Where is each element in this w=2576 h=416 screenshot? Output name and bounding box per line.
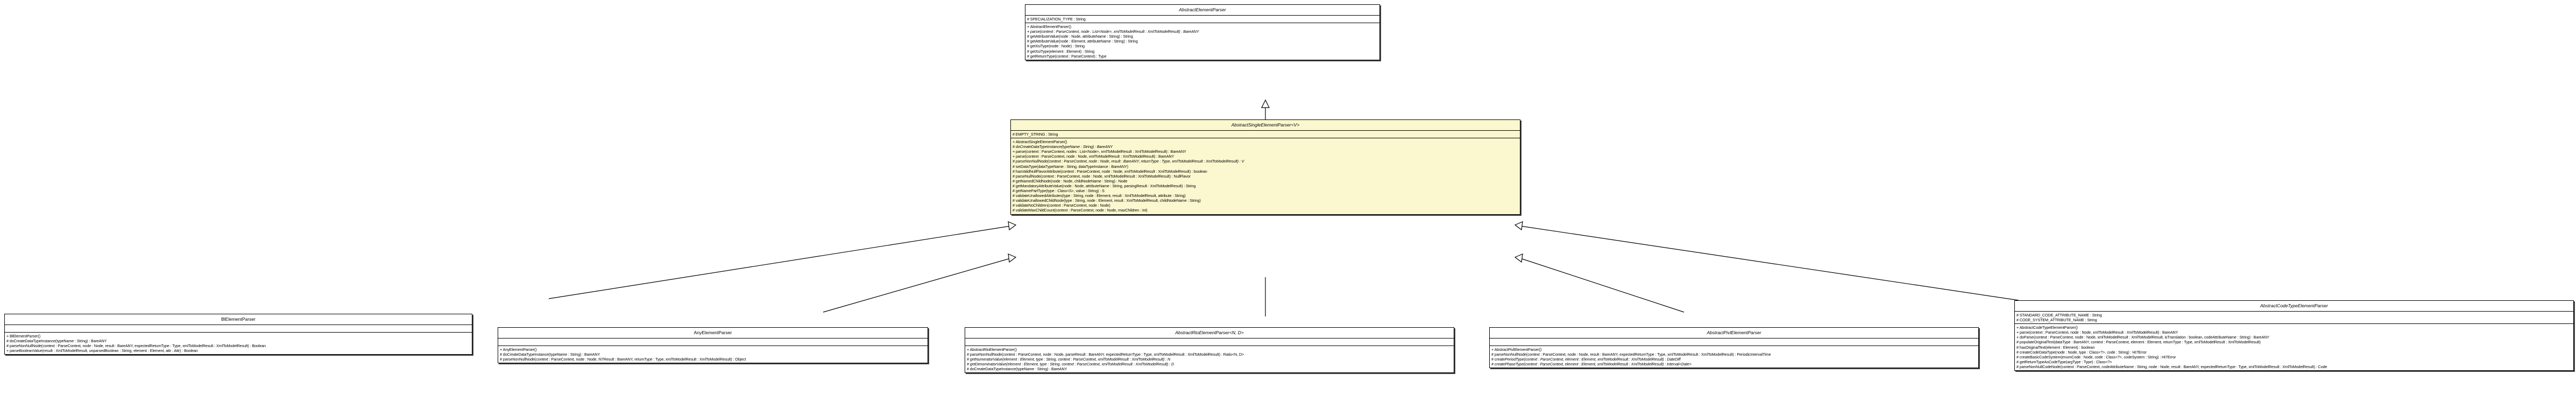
operation-row: # getNamedChildNode(node : Node, childNo… [1013, 178, 1128, 184]
operation-row: + BlElementParser() [6, 334, 41, 339]
operation-row: # createPhaseType(context : ParseContext… [1491, 362, 1692, 367]
class-box-abstract-pivl-element-parser[interactable]: AbstractPivlElementParser + AbstractPivl… [1489, 327, 1979, 369]
class-attributes-abstract-code-type-element-parser: # STANDARD_CODE_ATTRIBUTE_NAME : String … [2015, 312, 2573, 325]
class-operations-abstract-rto-element-parser: + AbstractRtoElementParser() # parseNonN… [965, 346, 1454, 372]
operation-row: # getReturnType(context : ParseContext) … [1027, 53, 1107, 59]
class-title-bl-element-parser: BlElementParser [5, 314, 472, 325]
class-operations-any-element-parser: + AnyElementParser() # doCreateDataTypeI… [498, 346, 928, 363]
class-title-any-element-parser: AnyElementParser [498, 328, 928, 339]
class-attributes-bl-element-parser [5, 325, 472, 333]
operation-row: # getReturnTypeAsCodeType(argType : Type… [2016, 359, 2112, 364]
class-box-abstract-code-type-element-parser[interactable]: AbstractCodeTypeElementParser # STANDARD… [2014, 300, 2574, 371]
attribute-row: # CODE_SYSTEM_ATTRIBUTE_NAME : String [2016, 318, 2097, 323]
operation-row: + parse(context : ParseContext, node : N… [1013, 154, 1174, 159]
operation-row: # validateUnallowedChildNode(type : Stri… [1013, 198, 1201, 203]
operation-row: # parseNullNode(context : ParseContext, … [1013, 173, 1191, 179]
operation-row: + parse(context : ParseContext, nodes : … [1013, 149, 1186, 154]
operation-row: # setDataType(dataTypeName : String, dat… [1013, 164, 1128, 169]
operation-row: # createCodeDataType(node : Node, type :… [2016, 349, 2147, 355]
class-attributes-abstract-pivl-element-parser [1490, 339, 1978, 346]
class-operations-abstract-element-parser: + AbstractElementParser() + parse(contex… [1025, 23, 1379, 60]
operation-row: # getDenominatorValue(element : Element,… [967, 362, 1174, 367]
class-box-any-element-parser[interactable]: AnyElementParser + AnyElementParser() # … [498, 327, 928, 364]
operation-row: # getAttributeValue(node : Node, attribu… [1027, 34, 1133, 39]
class-box-bl-element-parser[interactable]: BlElementParser + BlElementParser() # do… [4, 314, 472, 355]
operation-row: # parseNonNullNode(context : ParseContex… [1491, 352, 1771, 357]
operation-row: # hasValidNullFlavorAttribute(context : … [1013, 168, 1207, 174]
operation-row: # validateUnallowedAttributes(type : Str… [1013, 193, 1186, 199]
operation-row: # parseNonNullNode(context : ParseContex… [6, 343, 266, 349]
attribute-row: # STANDARD_CODE_ATTRIBUTE_NAME : String [2016, 313, 2102, 318]
operation-row: # getNumeratorValue(element : Element, t… [967, 357, 1171, 362]
operation-row: # doCreateDataTypeInstance(typeName : St… [967, 366, 1067, 372]
class-box-abstract-single-element-parser[interactable]: AbstractSingleElementParser<V> # EMPTY_S… [1010, 119, 1520, 215]
class-attributes-any-element-parser [498, 339, 928, 346]
class-title-abstract-rto-element-parser: AbstractRtoElementParser<N, D> [965, 328, 1454, 339]
class-box-abstract-element-parser[interactable]: AbstractElementParser # SPECIALIZATION_T… [1025, 4, 1380, 60]
operation-row: + AbstractElementParser() [1027, 24, 1071, 30]
class-attributes-abstract-single-element-parser: # EMPTY_STRING : String [1011, 131, 1520, 139]
class-operations-bl-element-parser: + BlElementParser() # doCreateDataTypeIn… [5, 333, 472, 354]
operation-row: # doCreateDataTypeInstance(typeName : St… [6, 339, 107, 344]
class-title-abstract-single-element-parser: AbstractSingleElementParser<V> [1011, 120, 1520, 131]
operation-row: + AbstractRtoElementParser() [967, 347, 1017, 352]
class-title-abstract-code-type-element-parser: AbstractCodeTypeElementParser [2015, 301, 2573, 312]
operation-row: # validateMaxChildCount(context : ParseC… [1013, 208, 1148, 213]
class-operations-abstract-pivl-element-parser: + AbstractPivlElementParser() # parseNon… [1490, 346, 1978, 368]
operation-row: + parseBooleanValue(result : XmlToModelR… [6, 348, 198, 354]
operation-row: + parse(context : ParseContext, node : L… [1027, 29, 1199, 34]
operation-row: # getAttributeValue(node : Element, attr… [1027, 39, 1138, 44]
operation-row: # populateOriginalText(dataType : BareAN… [2016, 340, 2261, 345]
operation-row: + AnyElementParser() [500, 347, 537, 352]
operation-row: + doParse(context : ParseContext, node :… [2016, 335, 2269, 340]
class-title-abstract-pivl-element-parser: AbstractPivlElementParser [1490, 328, 1978, 339]
operation-row: # doCreateDataTypeInstance(typeName : St… [1013, 144, 1113, 150]
operation-row: + AbstractSingleElementParser() [1013, 139, 1067, 145]
operation-row: # validateNoChildren(context : ParseCont… [1013, 203, 1110, 208]
operation-row: # getXsiType(element : Element) : String [1027, 48, 1095, 54]
operation-row: # doCreateDataTypeInstance(typeName : St… [500, 352, 600, 357]
operation-row: # parseNonNullNode(context : ParseContex… [1013, 159, 1244, 164]
operation-row: # parseNonNullNode(context : ParseContex… [967, 352, 1244, 357]
operation-row: # createBasicCodeSystem(enumCode : Node,… [2016, 354, 2176, 359]
operation-row: + AbstractCodeTypeElementParser() [2016, 325, 2078, 330]
class-title-abstract-element-parser: AbstractElementParser [1025, 5, 1379, 16]
attribute-row: # EMPTY_STRING : String [1013, 132, 1058, 137]
operation-row: # getNamePartType(type : Class<S>, value… [1013, 188, 1105, 194]
operation-row: # hasOriginalText(element : Element) : b… [2016, 344, 2095, 350]
operation-row: + AbstractPivlElementParser() [1491, 347, 1542, 352]
class-box-abstract-rto-element-parser[interactable]: AbstractRtoElementParser<N, D> + Abstrac… [965, 327, 1454, 373]
operation-row: # getMandatoryAttributeValue(node : Node… [1013, 183, 1196, 188]
class-attributes-abstract-element-parser: # SPECIALIZATION_TYPE : String [1025, 16, 1379, 24]
operation-row: # createPeriodType(context : ParseContex… [1491, 357, 1681, 362]
class-operations-abstract-single-element-parser: + AbstractSingleElementParser() # doCrea… [1011, 138, 1520, 214]
class-attributes-abstract-rto-element-parser [965, 339, 1454, 346]
operation-row: # parseNonNullCodeNode(context : ParseCo… [2016, 364, 2327, 369]
operation-row: # getXsiType(node : Node) : String [1027, 44, 1085, 49]
attribute-row: # SPECIALIZATION_TYPE : String [1027, 17, 1086, 22]
class-operations-abstract-code-type-element-parser: + AbstractCodeTypeElementParser() + pars… [2015, 324, 2573, 370]
operation-row: + parse(context : ParseContext, node : N… [2016, 330, 2178, 335]
operation-row: # parseNonNullNode(context : ParseContex… [500, 357, 746, 362]
